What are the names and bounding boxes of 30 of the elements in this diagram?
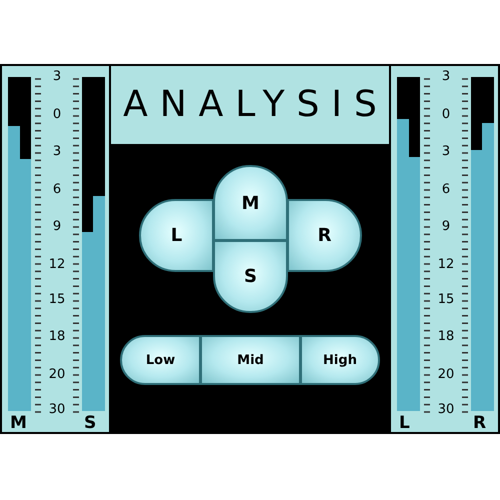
scale-value: 12 — [48, 258, 66, 272]
scale-value: 9 — [52, 220, 62, 234]
band-button: Mid — [200, 335, 301, 385]
scale-value: 3 — [440, 145, 452, 159]
scale-value: 3 — [52, 70, 62, 84]
scale-value: 3 — [440, 70, 452, 84]
scale-value: 15 — [436, 293, 456, 307]
band-button: Low — [120, 335, 201, 385]
scale-value: 6 — [440, 183, 452, 197]
meter-label: R — [473, 414, 486, 432]
scale-value: 30 — [436, 403, 456, 417]
meter-label: M — [10, 414, 27, 432]
scale-value: 0 — [440, 108, 452, 122]
scale-value: 0 — [52, 108, 62, 122]
channel-button: R — [287, 199, 362, 272]
title: ANALYSIS — [122, 84, 389, 125]
scale-value: 6 — [52, 183, 62, 197]
scale-value: 20 — [48, 368, 66, 382]
scale-value: 12 — [436, 258, 456, 272]
band-button: High — [300, 335, 380, 385]
scale-value: 3 — [52, 145, 62, 159]
channel-button: S — [213, 240, 288, 313]
scale-value: 18 — [436, 330, 456, 344]
scale-value: 18 — [48, 330, 66, 344]
scale-value: 30 — [48, 403, 66, 417]
meter-label: L — [399, 414, 410, 432]
meter-label: S — [84, 414, 96, 432]
scale-value: 20 — [436, 368, 456, 382]
scale-value: 9 — [440, 220, 452, 234]
scale-value: 15 — [48, 293, 66, 307]
